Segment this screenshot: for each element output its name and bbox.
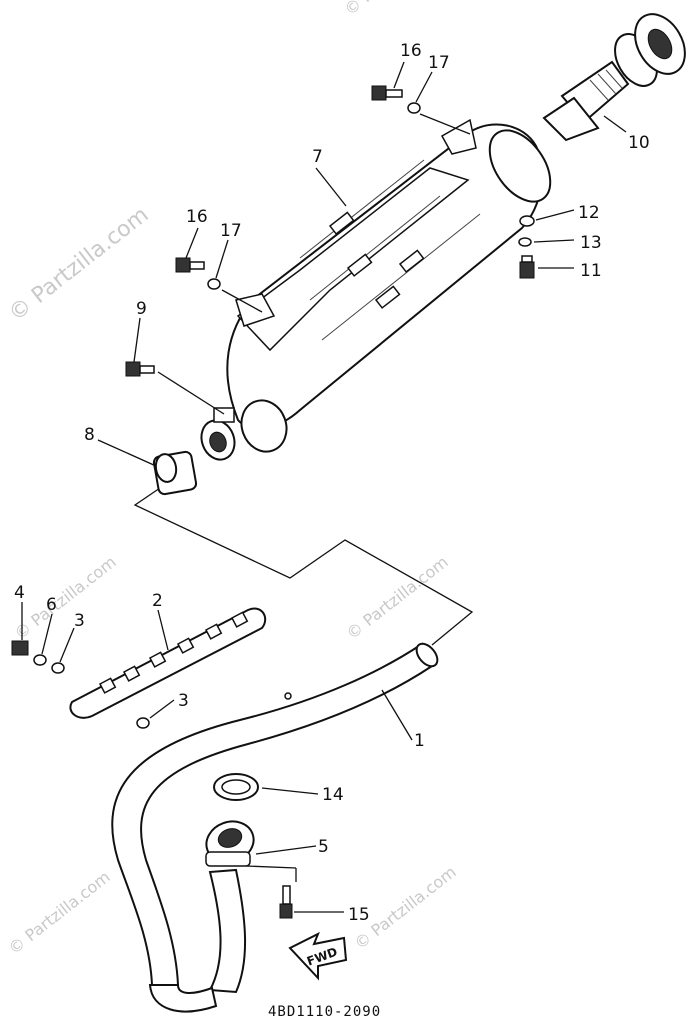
part-label-16-lower: 16 [186, 207, 208, 227]
part-label-15: 15 [348, 905, 370, 925]
fwd-direction-arrow: FWD [288, 931, 348, 981]
part-label-14: 14 [322, 785, 344, 805]
nut-11 [519, 255, 535, 279]
watermark: © Partzilla.com [343, 552, 452, 643]
part-label-10: 10 [628, 133, 650, 153]
exhaust-pipe-part [111, 642, 439, 1013]
bolt-16-lower [175, 257, 205, 273]
tail-pipe-part [542, 13, 686, 142]
bolt-4 [11, 640, 29, 656]
sleeve-part [152, 450, 198, 496]
part-label-3-lower: 3 [178, 691, 189, 711]
part-label-17-upper: 17 [428, 53, 450, 73]
part-label-8: 8 [84, 425, 95, 445]
washer-13 [518, 237, 532, 247]
washer-3-upper [51, 662, 65, 674]
part-label-5: 5 [318, 837, 329, 857]
part-label-9: 9 [136, 299, 147, 319]
flange-part [205, 820, 255, 867]
part-label-16-upper: 16 [400, 41, 422, 61]
part-label-11: 11 [580, 261, 602, 281]
bolt-9 [125, 361, 155, 377]
part-label-12: 12 [578, 203, 600, 223]
washer-3-lower [136, 717, 150, 729]
watermark: © Partzilla.com [11, 552, 120, 643]
watermarks: © Partzilla.com © Partzilla.com © Partzi… [4, 0, 459, 958]
part-label-2: 2 [152, 591, 163, 611]
washer-12 [519, 215, 535, 227]
leader-lines [21, 61, 627, 913]
bolt-15 [279, 885, 293, 919]
washer-17-lower [207, 278, 221, 290]
part-labels: 1 2 3 3 4 5 6 7 8 9 10 11 12 13 14 15 16… [14, 41, 650, 925]
bolt-16-upper [371, 85, 403, 101]
watermark-main: © Partzilla.com [4, 203, 153, 327]
watermark: © Partzilla.com [5, 867, 114, 958]
part-label-3-upper: 3 [74, 611, 85, 631]
part-label-6: 6 [46, 595, 57, 615]
muffler-part [200, 118, 552, 461]
assembly-link-line [133, 487, 474, 646]
diagram-code: 4BD1110-2090 [268, 1004, 381, 1020]
part-label-7: 7 [312, 147, 323, 167]
fasteners [11, 85, 535, 919]
part-label-1: 1 [414, 731, 425, 751]
washer-6 [33, 654, 47, 666]
part-label-4: 4 [14, 583, 25, 603]
washer-17-upper [407, 102, 421, 114]
part-label-17-lower: 17 [220, 221, 242, 241]
watermark: © Partzilla.com [341, 0, 450, 19]
gasket-ring-part [213, 773, 259, 801]
part-label-13: 13 [580, 233, 602, 253]
heat-protector-part [69, 607, 267, 719]
